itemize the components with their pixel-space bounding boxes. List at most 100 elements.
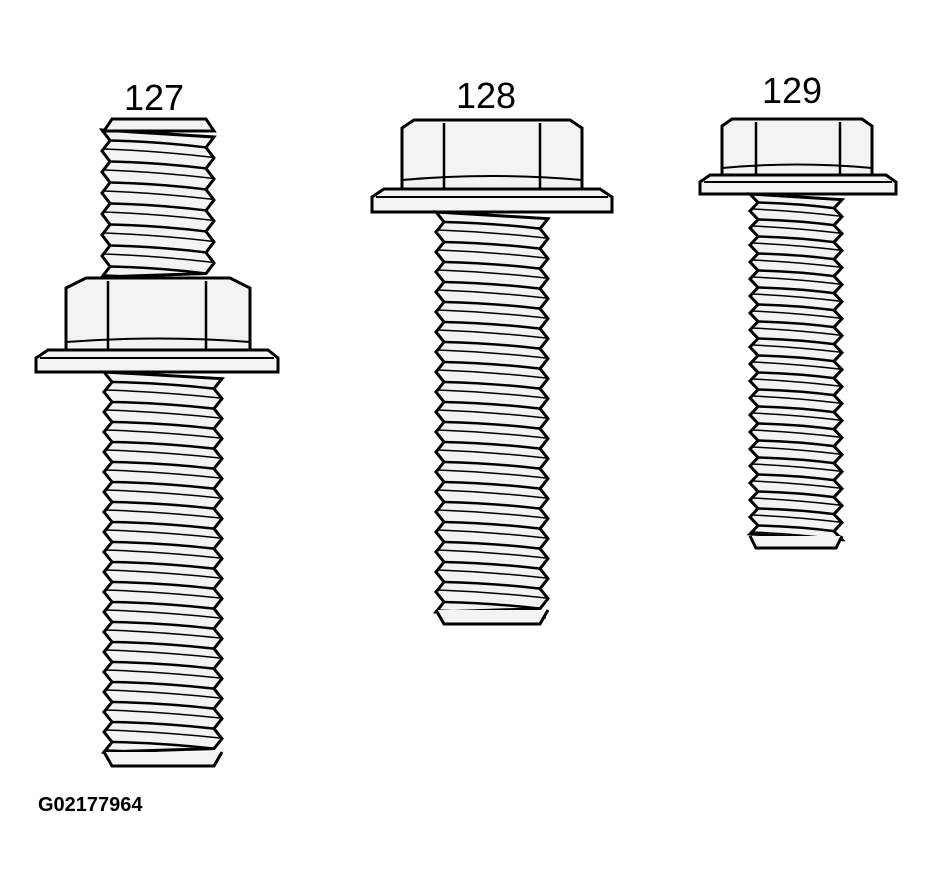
thread-crest-line	[758, 322, 834, 328]
thread-crest-line	[110, 225, 206, 232]
thread-root-line	[438, 350, 546, 358]
fastener-129-end	[750, 536, 842, 548]
thread-root-line	[106, 390, 220, 398]
thread-root-line	[438, 530, 546, 538]
thread-crest-line	[444, 382, 540, 389]
fastener-128-label: 128	[456, 75, 517, 116]
thread-root-line	[752, 260, 840, 267]
thread-root-line	[752, 328, 840, 335]
fastener-127-upper-thread	[102, 130, 214, 283]
fastener-129-label: 129	[762, 70, 823, 111]
thread-root-line	[438, 570, 546, 578]
thread-crest-line	[112, 522, 214, 529]
thread-crest-line	[112, 642, 214, 649]
thread-root-line	[438, 470, 546, 478]
thread-crest-line	[112, 502, 214, 509]
thread-root-line	[106, 490, 220, 498]
thread-crest-line	[758, 237, 834, 243]
thread-root-line	[438, 310, 546, 318]
fastener-129-head	[700, 119, 896, 194]
thread-crest-line	[444, 242, 540, 249]
thread-crest-line	[110, 183, 206, 190]
thread-root-line	[752, 226, 840, 233]
thread-root-line	[106, 610, 220, 618]
thread-root-line	[438, 330, 546, 338]
thread-root-line	[752, 277, 840, 284]
thread-root-line	[752, 345, 840, 352]
thread-crest-line	[112, 402, 214, 409]
thread-crest-line	[758, 356, 834, 362]
thread-crest-line	[110, 246, 206, 253]
thread-root-line	[106, 510, 220, 518]
thread-root-line	[438, 450, 546, 458]
thread-root-line	[752, 481, 840, 488]
thread-crest-line	[110, 204, 206, 211]
thread-crest-line	[444, 602, 540, 609]
thread-root-line	[438, 370, 546, 378]
thread-root-line	[104, 212, 212, 220]
thread-crest-line	[110, 267, 206, 274]
thread-crest-line	[758, 458, 834, 464]
thread-root-line	[752, 430, 840, 437]
thread-root-line	[106, 690, 220, 698]
thread-crest-line	[444, 442, 540, 449]
fastener-127-bottom-end	[104, 752, 222, 766]
thread-root-line	[752, 294, 840, 301]
thread-crest-line	[444, 282, 540, 289]
thread-crest-line	[444, 562, 540, 569]
thread-root-line	[106, 630, 220, 638]
thread-crest-line	[444, 402, 540, 409]
thread-crest-line	[112, 382, 214, 389]
thread-crest-line	[758, 305, 834, 311]
thread-crest-line	[444, 422, 540, 429]
fastener-128-thread	[436, 212, 548, 618]
thread-root-line	[752, 209, 840, 216]
thread-root-line	[106, 530, 220, 538]
thread-crest-line	[112, 742, 214, 749]
thread-crest-line	[758, 390, 834, 396]
thread-crest-line	[112, 442, 214, 449]
thread-crest-line	[444, 582, 540, 589]
thread-root-line	[438, 550, 546, 558]
fastener-127	[36, 119, 278, 766]
fastener-127-lower-thread	[104, 372, 222, 758]
thread-root-line	[106, 410, 220, 418]
thread-root-line	[438, 410, 546, 418]
fastener-127-top-end	[104, 119, 214, 131]
thread-root-line	[438, 270, 546, 278]
fastener-129	[700, 119, 896, 548]
thread-crest-line	[444, 302, 540, 309]
thread-root-line	[106, 650, 220, 658]
thread-root-line	[104, 149, 212, 157]
thread-crest-line	[758, 424, 834, 430]
thread-crest-line	[758, 373, 834, 379]
thread-root-line	[752, 413, 840, 420]
fastener-128-end	[436, 610, 548, 624]
thread-crest-line	[758, 526, 834, 532]
thread-root-line	[106, 730, 220, 738]
thread-root-line	[104, 170, 212, 178]
thread-crest-line	[112, 722, 214, 729]
thread-crest-line	[758, 203, 834, 209]
thread-crest-line	[758, 271, 834, 277]
thread-root-line	[752, 447, 840, 454]
thread-crest-line	[110, 141, 206, 148]
thread-root-line	[438, 510, 546, 518]
fastener-129-thread	[750, 194, 842, 540]
thread-crest-line	[444, 522, 540, 529]
thread-crest-line	[112, 482, 214, 489]
thread-crest-line	[444, 542, 540, 549]
thread-crest-line	[112, 422, 214, 429]
thread-root-line	[106, 470, 220, 478]
thread-crest-line	[758, 509, 834, 515]
thread-crest-line	[444, 502, 540, 509]
thread-root-line	[438, 590, 546, 598]
fastener-128-head	[372, 120, 612, 212]
thread-root-line	[752, 464, 840, 471]
thread-crest-line	[758, 407, 834, 413]
fastener-127-label: 127	[124, 77, 185, 118]
thread-crest-line	[112, 662, 214, 669]
thread-root-line	[104, 254, 212, 262]
thread-crest-line	[112, 562, 214, 569]
